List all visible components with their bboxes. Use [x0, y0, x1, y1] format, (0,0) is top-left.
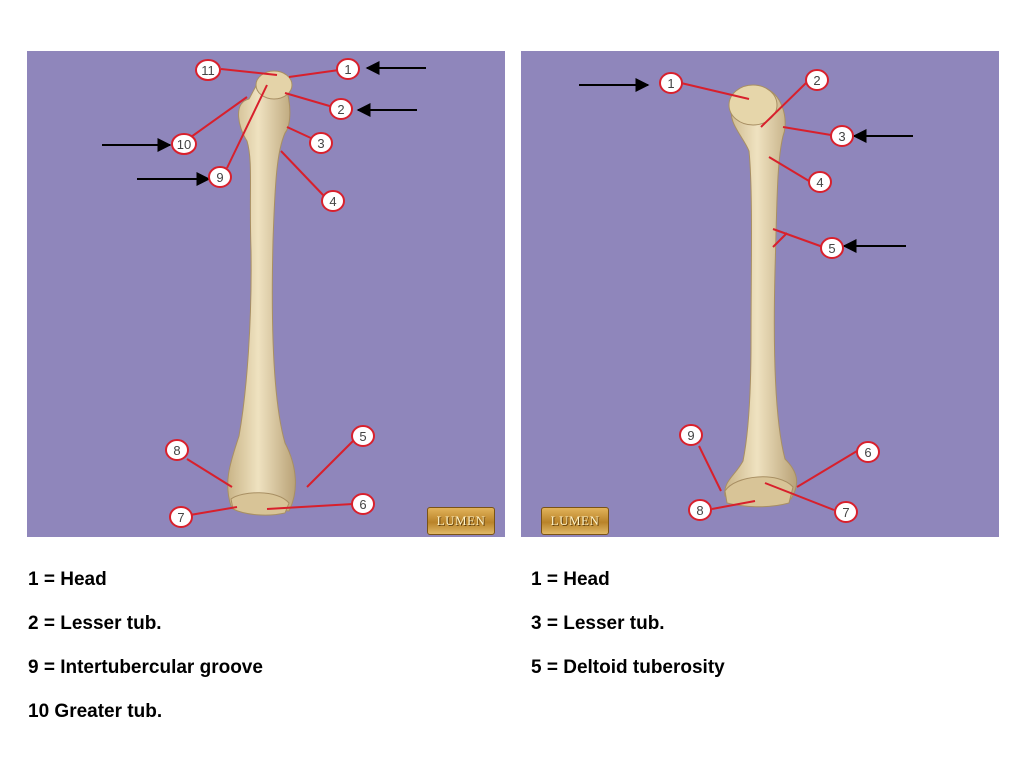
- callout-7-label: 7: [842, 505, 849, 520]
- lumen-logo: LUMEN: [427, 507, 495, 535]
- humerus-bone: [724, 86, 798, 500]
- callout-4: 4: [808, 171, 832, 193]
- callout-6: 6: [856, 441, 880, 463]
- pointer-arrows: [102, 61, 426, 186]
- callout-3-label: 3: [838, 129, 845, 144]
- callout-6: 6: [351, 493, 375, 515]
- callout-11-label: 11: [201, 63, 215, 78]
- callout-3: 3: [309, 132, 333, 154]
- legend-item-greater-tub: 10 Greater tub.: [28, 701, 163, 722]
- callout-5-label: 5: [828, 241, 835, 256]
- callout-7: 7: [834, 501, 858, 523]
- callout-1: 1: [336, 58, 360, 80]
- anterior-humerus-svg: 1 2 3 4 5 6 7 8 9 10 11: [102, 58, 426, 528]
- callout-4: 4: [321, 190, 345, 212]
- callout-5: 5: [351, 425, 375, 447]
- callout-10-label: 10: [177, 137, 191, 152]
- callout-9: 9: [208, 166, 232, 188]
- callout-9: 9: [679, 424, 703, 446]
- legend-anterior: 1 = Head 2 = Lesser tub. 9 = Intertuberc…: [28, 565, 263, 741]
- posterior-humerus-svg: 1 2 3 4 5 6 7 8 9: [579, 69, 913, 523]
- callout-10: 10: [171, 133, 197, 155]
- callout-5: 5: [820, 237, 844, 259]
- humeral-head: [728, 84, 778, 126]
- callout-6-label: 6: [864, 445, 871, 460]
- legend-item-deltoid-tuberosity: 5 = Deltoid tuberosity: [531, 657, 725, 678]
- callout-9-label: 9: [216, 170, 223, 185]
- pointer-arrows: [579, 78, 913, 253]
- callout-8: 8: [165, 439, 189, 461]
- callout-2: 2: [805, 69, 829, 91]
- posterior-humerus-diagram: 1 2 3 4 5 6 7 8 9 LUMEN: [521, 51, 999, 537]
- callout-1-label: 1: [667, 76, 674, 91]
- callout-4-label: 4: [816, 175, 823, 190]
- callout-6-label: 6: [359, 497, 366, 512]
- callout-2-label: 2: [813, 73, 820, 88]
- legend-item-intertubercular-groove: 9 = Intertubercular groove: [28, 657, 263, 678]
- callout-3: 3: [830, 125, 854, 147]
- distal-condyles: [724, 476, 794, 508]
- callout-2: 2: [329, 98, 353, 120]
- callout-7: 7: [169, 506, 193, 528]
- legend-item-lesser-tub: 2 = Lesser tub.: [28, 613, 162, 634]
- leader-lines: [186, 68, 354, 516]
- callout-1: 1: [659, 72, 683, 94]
- anterior-humerus-diagram: 1 2 3 4 5 6 7 8 9 10 11 LUMEN: [27, 51, 505, 537]
- humerus-bone: [227, 72, 296, 512]
- callout-2-label: 2: [337, 102, 344, 117]
- callout-4-label: 4: [329, 194, 336, 209]
- leader-lines: [680, 82, 858, 511]
- legend-posterior: 1 = Head 3 = Lesser tub. 5 = Deltoid tub…: [531, 565, 725, 697]
- callout-8-label: 8: [696, 503, 703, 518]
- legend-item-lesser-tub: 3 = Lesser tub.: [531, 613, 665, 634]
- callout-5-label: 5: [359, 429, 366, 444]
- humeral-head: [255, 70, 293, 100]
- lumen-logo: LUMEN: [541, 507, 609, 535]
- callout-8-label: 8: [173, 443, 180, 458]
- callout-8: 8: [688, 499, 712, 521]
- callout-9-label: 9: [687, 428, 694, 443]
- callout-11: 11: [195, 59, 221, 81]
- callout-1-label: 1: [344, 62, 351, 77]
- callout-7-label: 7: [177, 510, 184, 525]
- legend-item-head: 1 = Head: [531, 569, 610, 590]
- legend-item-head: 1 = Head: [28, 569, 107, 590]
- callout-3-label: 3: [317, 136, 324, 151]
